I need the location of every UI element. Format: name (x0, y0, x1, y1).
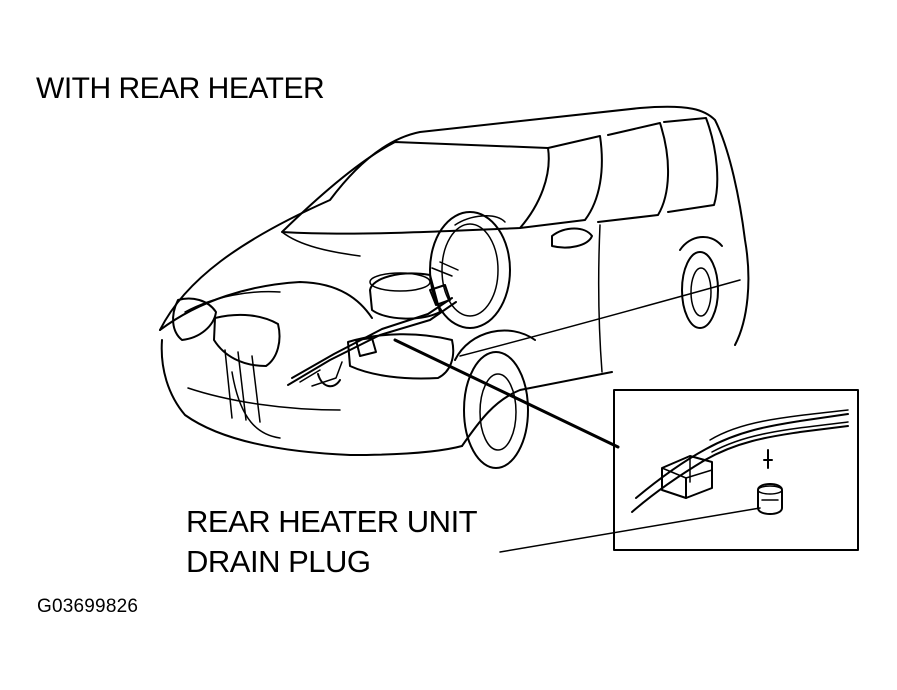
callout-line-1: REAR HEATER UNIT (186, 504, 478, 539)
callout-line-2: DRAIN PLUG (186, 544, 371, 579)
figure-id: G03699826 (37, 596, 139, 617)
van-body (159, 105, 750, 469)
leader-line-upper (393, 338, 620, 449)
detail-inset (613, 389, 859, 551)
inset-frame (613, 389, 859, 551)
callout-label: REAR HEATER UNIT DRAIN PLUG (186, 502, 478, 582)
diagram-title: WITH REAR HEATER (36, 72, 325, 105)
rear-heater-components (287, 211, 511, 388)
leader-line-lower (499, 507, 761, 553)
drain-plug-icon (757, 483, 783, 515)
